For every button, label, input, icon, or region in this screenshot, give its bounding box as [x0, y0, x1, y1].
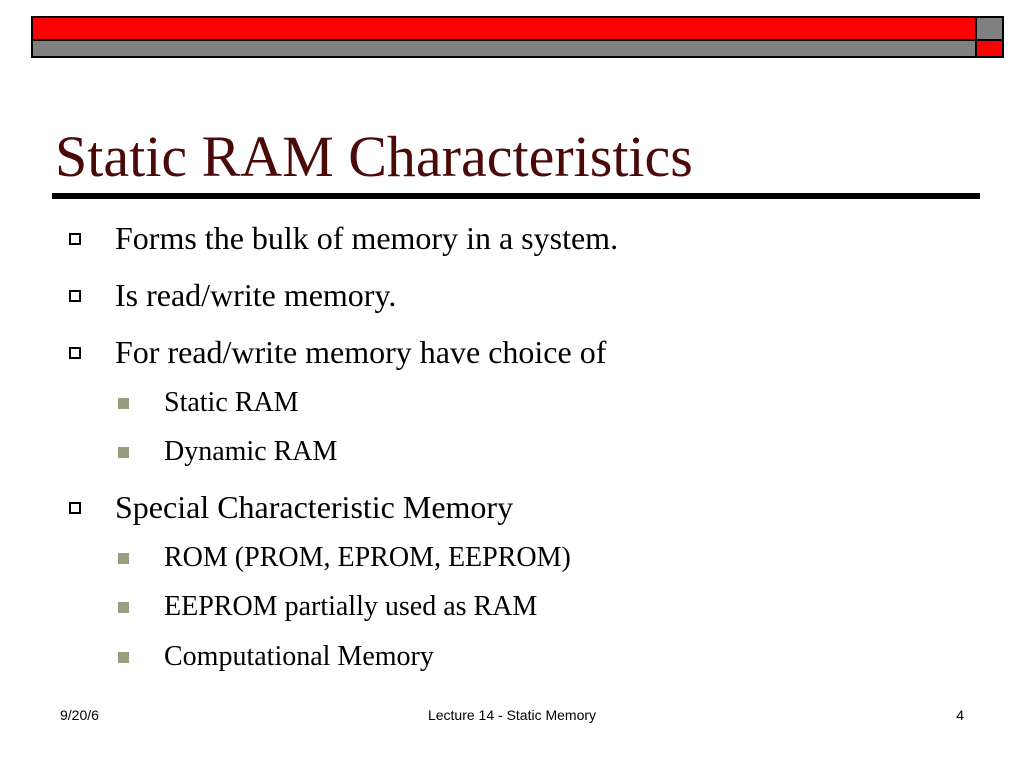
- footer-page-number: 4: [956, 707, 964, 723]
- header-corner-red-block: [977, 41, 1004, 58]
- sub-bullet-item: EEPROM partially used as RAM: [164, 591, 538, 622]
- header-red-stripe: [31, 16, 977, 41]
- header-gray-stripe: [31, 41, 977, 58]
- sub-bullet-item: Computational Memory: [164, 641, 434, 672]
- filled-square-sub-bullet-icon: [118, 652, 129, 663]
- hollow-square-bullet-icon: [69, 347, 81, 359]
- hollow-square-bullet-icon: [69, 290, 81, 302]
- filled-square-sub-bullet-icon: [118, 447, 129, 458]
- bullet-item: Forms the bulk of memory in a system.: [115, 220, 619, 256]
- bullet-item: Special Characteristic Memory: [115, 489, 514, 525]
- sub-bullet-item: ROM (PROM, EPROM, EEPROM): [164, 542, 571, 573]
- filled-square-sub-bullet-icon: [118, 398, 129, 409]
- footer-date: 9/20/6: [60, 707, 99, 723]
- bullet-item: Is read/write memory.: [115, 277, 397, 313]
- hollow-square-bullet-icon: [69, 233, 81, 245]
- footer-lecture-title: Lecture 14 - Static Memory: [427, 707, 597, 723]
- slide-title: Static RAM Characteristics: [55, 124, 693, 189]
- header-corner-gray-block: [977, 16, 1004, 41]
- title-underline: [52, 193, 980, 199]
- sub-bullet-item: Dynamic RAM: [164, 436, 338, 467]
- filled-square-sub-bullet-icon: [118, 602, 129, 613]
- sub-bullet-item: Static RAM: [164, 387, 299, 418]
- filled-square-sub-bullet-icon: [118, 553, 129, 564]
- hollow-square-bullet-icon: [69, 502, 81, 514]
- bullet-item: For read/write memory have choice of: [115, 334, 607, 370]
